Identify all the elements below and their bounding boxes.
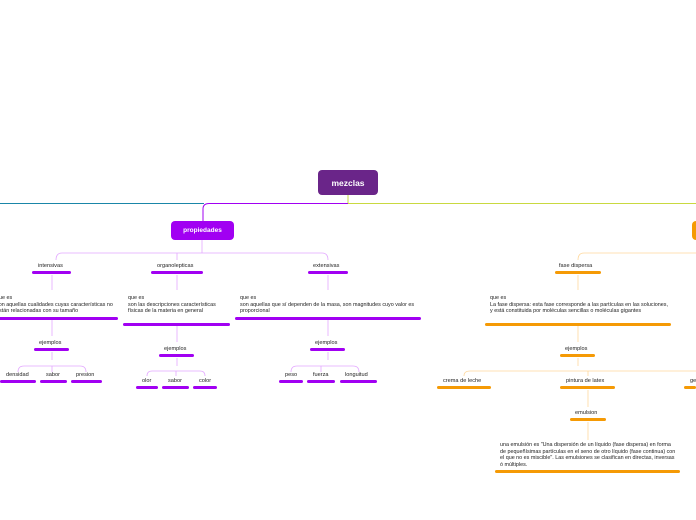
item-label: peso (285, 372, 298, 378)
fase-dispersa-item-pintura[interactable]: pintura de latex (566, 378, 604, 385)
right-branch-node[interactable] (692, 221, 696, 240)
emulsion-label: emulsion (575, 410, 598, 416)
fase-dispersa-ejemplos-label: ejemplos (565, 346, 588, 352)
item-label: longuitud (345, 372, 368, 378)
item-underline (437, 386, 491, 389)
item-underline (136, 386, 158, 389)
item-label: olor (142, 378, 152, 384)
item-label: presion (76, 372, 95, 378)
organolepticas-item-sabor[interactable]: sabor (168, 378, 182, 385)
organolepticas-desc-underline (123, 323, 230, 326)
organolepticas-desc-text: que es son las descripciones característ… (128, 295, 216, 315)
extensivas-description[interactable]: que es son aquellas que sí dependen de l… (240, 295, 418, 315)
fase-dispersa-item-ge[interactable]: ge (690, 378, 696, 385)
item-label: color (199, 378, 212, 384)
organolepticas-description[interactable]: que es son las descripciones característ… (128, 295, 230, 315)
intensivas-label: intensivas (38, 263, 63, 269)
fase-dispersa-description[interactable]: que es La fase dispersa: esta fase corre… (490, 295, 668, 315)
item-underline (279, 380, 303, 383)
extensivas-desc-underline (235, 317, 421, 320)
fase-dispersa-item-crema[interactable]: crema de leche (443, 378, 481, 385)
root-to-propiedades-line (202, 203, 348, 221)
organolepticas-item-olor[interactable]: olor (142, 378, 151, 385)
propiedades-node[interactable]: propiedades (171, 221, 234, 240)
item-underline (162, 386, 189, 389)
propiedades-label: propiedades (183, 227, 222, 234)
intensivas-node[interactable]: intensivas (38, 263, 63, 270)
item-underline (71, 380, 102, 383)
fase-dispersa-node[interactable]: fase dispersa (559, 263, 592, 270)
item-underline (193, 386, 217, 389)
emulsion-desc-underline (495, 470, 680, 473)
organolepticas-node[interactable]: organolepticas (157, 263, 193, 270)
item-label: ge (690, 378, 696, 384)
extensivas-ejemplos[interactable]: ejemplos (315, 340, 337, 347)
fase-dispersa-ejemplos[interactable]: ejemplos (565, 346, 587, 353)
organolepticas-ejemplos-label: ejemplos (164, 346, 187, 352)
fase-dispersa-label: fase dispersa (559, 263, 593, 269)
intensivas-ejemplos-label: ejemplos (39, 340, 62, 346)
intensivas-underline (32, 271, 71, 274)
emulsion-underline (570, 418, 606, 421)
item-label: crema de leche (443, 378, 482, 384)
item-label: pintura de latex (566, 378, 605, 384)
item-underline (40, 380, 67, 383)
item-label: sabor (168, 378, 182, 384)
extensivas-label: extensivas (313, 263, 340, 269)
extensivas-ejemplos-underline (310, 348, 345, 351)
intensivas-item-presion[interactable]: presion (76, 372, 94, 379)
item-underline (307, 380, 335, 383)
intensivas-desc-underline (0, 317, 118, 320)
emulsion-desc-text: una emulsión es "Una dispersión de un lí… (500, 442, 676, 468)
organolepticas-ejemplos-underline (159, 354, 194, 357)
item-underline (684, 386, 696, 389)
item-underline (340, 380, 377, 383)
intensivas-description[interactable]: que es son aquellas cualidades cuyas car… (0, 295, 118, 315)
extensivas-node[interactable]: extensivas (313, 263, 339, 270)
organolepticas-item-color[interactable]: color (199, 378, 211, 385)
extensivas-ejemplos-label: ejemplos (315, 340, 338, 346)
fase-dispersa-ejemplos-underline (560, 354, 595, 357)
emulsion-node[interactable]: emulsion (575, 410, 597, 417)
root-node[interactable]: mezclas (318, 170, 378, 195)
extensivas-item-fuerza[interactable]: fuerza (313, 372, 329, 379)
intensivas-item-densidad[interactable]: densidad (6, 372, 29, 379)
extensivas-underline (308, 271, 348, 274)
root-label: mezclas (331, 177, 365, 188)
fase-dispersa-desc-underline (485, 323, 671, 326)
extensivas-item-longuitud[interactable]: longuitud (345, 372, 368, 379)
item-label: densidad (6, 372, 29, 378)
item-label: fuerza (313, 372, 329, 378)
fase-dispersa-underline (555, 271, 601, 274)
emulsion-description[interactable]: una emulsión es "Una dispersión de un lí… (500, 442, 678, 468)
extensivas-desc-text: que es son aquellas que sí dependen de l… (240, 295, 415, 315)
item-underline (0, 380, 36, 383)
fase-dispersa-desc-text: que es La fase dispersa: esta fase corre… (490, 295, 668, 315)
intensivas-item-sabor[interactable]: sabor (46, 372, 60, 379)
organolepticas-label: organolepticas (157, 263, 194, 269)
intensivas-ejemplos[interactable]: ejemplos (39, 340, 61, 347)
extensivas-item-peso[interactable]: peso (285, 372, 297, 379)
item-underline (560, 386, 615, 389)
intensivas-desc-text: que es son aquellas cualidades cuyas car… (0, 295, 113, 315)
organolepticas-ejemplos[interactable]: ejemplos (164, 346, 186, 353)
intensivas-ejemplos-underline (34, 348, 69, 351)
item-label: sabor (46, 372, 60, 378)
propiedades-children-line (55, 240, 329, 261)
organolepticas-underline (151, 271, 203, 274)
